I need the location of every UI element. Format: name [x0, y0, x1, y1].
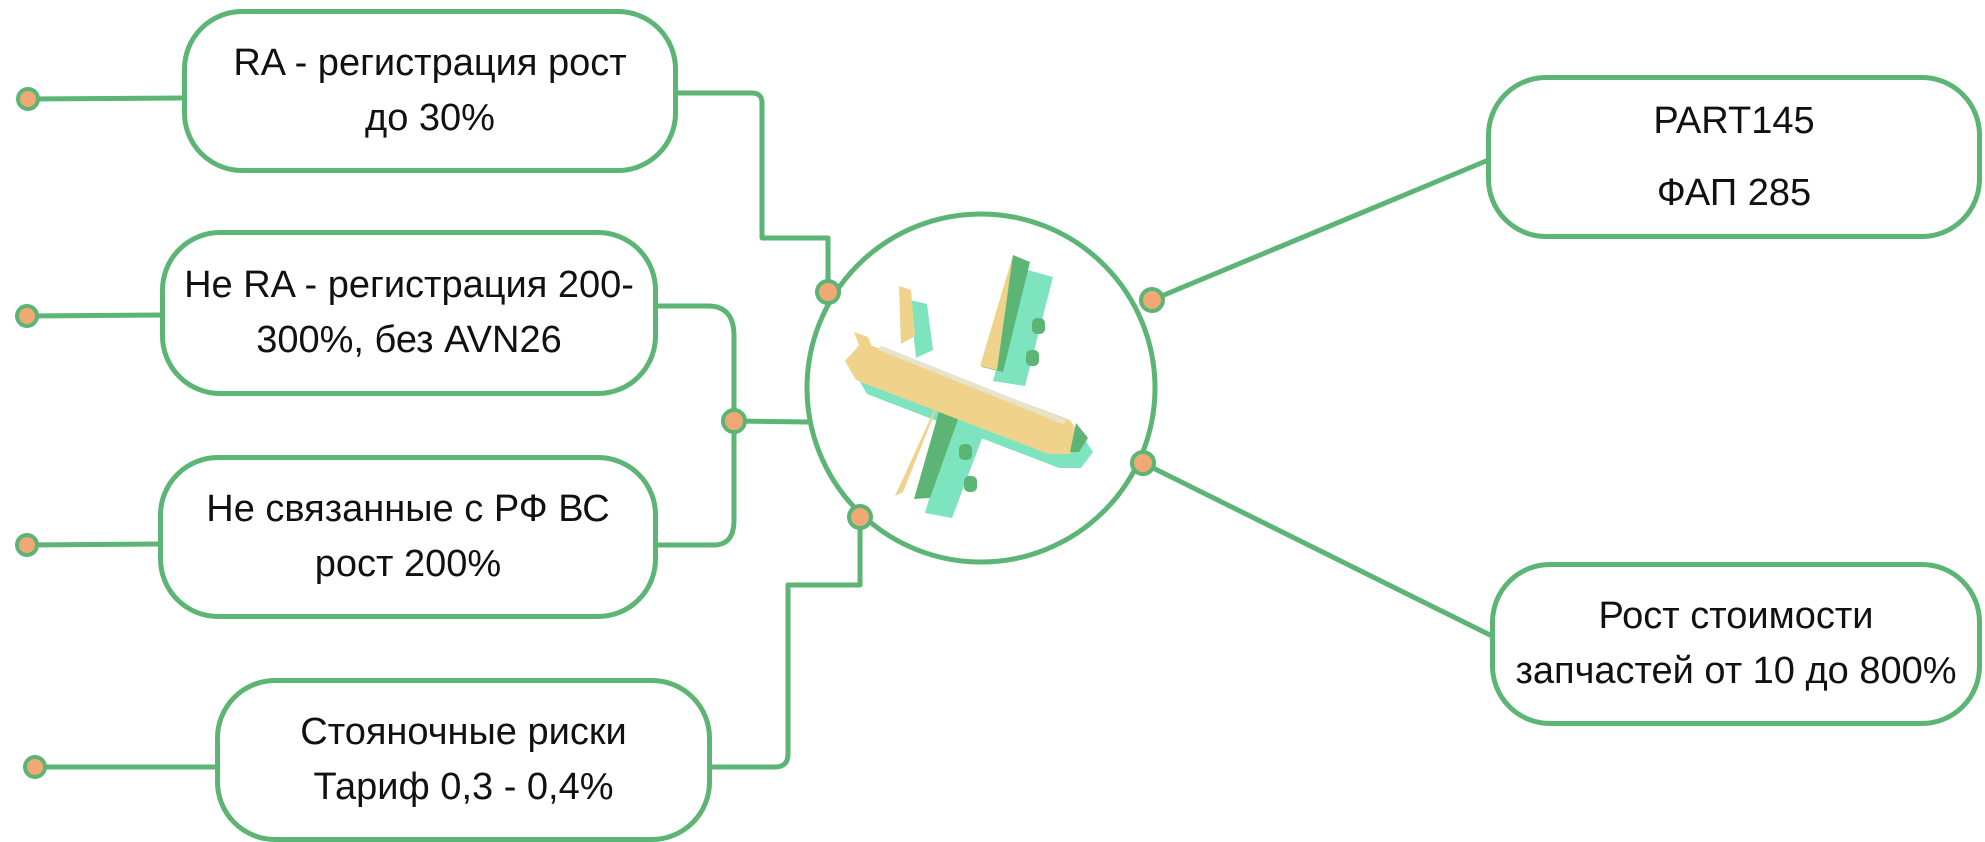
node-text-line: до 30% [365, 97, 495, 139]
node-text-line: Тариф 0,3 - 0,4% [313, 766, 614, 808]
connector-dot [16, 87, 40, 111]
node-text-line: запчастей от 10 до 800% [1515, 650, 1957, 692]
node-text-line: Не связанные с РФ ВС [206, 487, 610, 530]
airplane-cockpit [1070, 423, 1088, 452]
connector-dot [1130, 450, 1156, 476]
node-part145: PART145 ФАП 285 [1486, 75, 1982, 239]
connector-dot [23, 755, 47, 779]
node-text-line: Не RA - регистрация 200- [184, 263, 634, 306]
node-text-line: Рост стоимости [1598, 594, 1874, 637]
connector-ra-center [675, 90, 831, 294]
connector-dot [847, 504, 873, 530]
connector-part145 [1149, 158, 1489, 303]
node-ra-registration: RA - регистрация рост до 30% [182, 9, 678, 173]
airplane-icon [845, 255, 1093, 518]
connector-dot [15, 533, 39, 557]
node-text-line: 300%, без AVN26 [256, 319, 562, 361]
connector-parking-center [707, 514, 863, 770]
connector-non-ra-stub [24, 312, 165, 319]
airplane-body [845, 255, 1082, 496]
node-text-line: RA - регистрация рост [233, 41, 627, 84]
connector-non-rf-stub [24, 541, 163, 548]
node-spare-parts-cost: Рост стоимости запчастей от 10 до 800% [1490, 562, 1982, 726]
node-text-line: ФАП 285 [1656, 172, 1812, 214]
connector-dot [721, 408, 747, 434]
connector-spares [1140, 460, 1493, 638]
connector-dot [1139, 287, 1165, 313]
node-text-line: рост 200% [314, 543, 502, 585]
connector-non-rf-branch [655, 417, 737, 548]
connector-ra-stub [25, 95, 185, 102]
node-parking-risks: Стояночные риски Тариф 0,3 - 0,4% [215, 678, 712, 842]
node-text-line: Стояночные риски [300, 710, 627, 753]
airplane-stripe [879, 345, 1066, 425]
connector-dot [15, 304, 39, 328]
node-non-rf-aircraft: Не связанные с РФ ВС рост 200% [158, 455, 658, 619]
connector-dot [815, 279, 841, 305]
node-text-line: PART145 [1653, 99, 1815, 142]
connector-non-ra-branch [655, 303, 737, 423]
node-non-ra-registration: Не RA - регистрация 200- 300%, без AVN26 [160, 230, 658, 396]
